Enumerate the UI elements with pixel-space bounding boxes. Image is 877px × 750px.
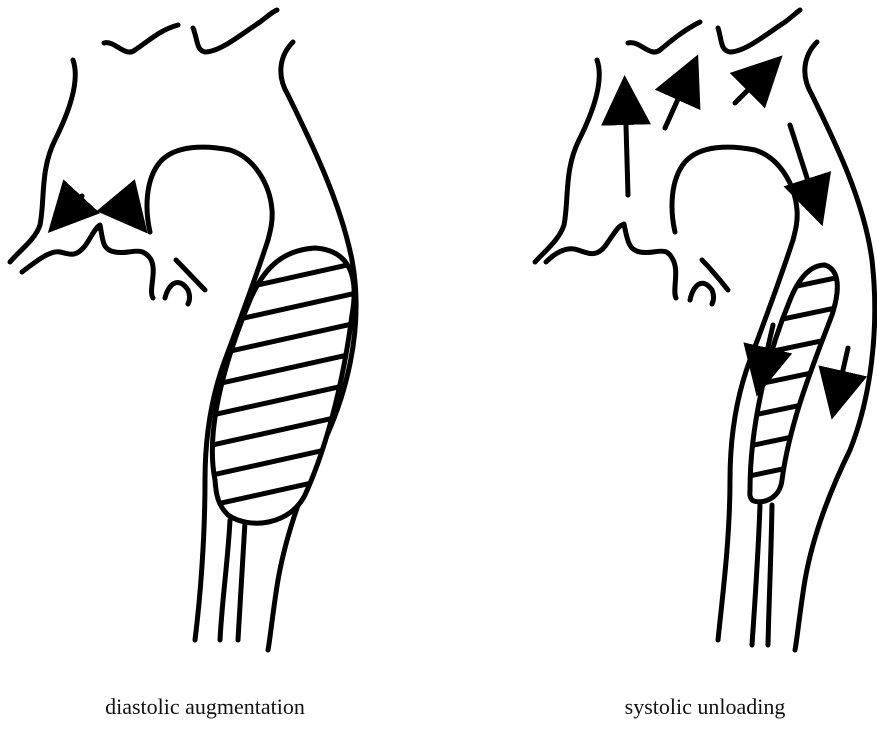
caption-systolic-unloading: systolic unloading [540,694,870,720]
coronary-origins-left [22,225,205,304]
arrow-left-coronary [58,196,82,222]
catheter-shaft-right [752,505,772,645]
arrow-right-coronary [118,198,138,222]
catheter-shaft-left [220,520,245,640]
coronary-flow-arrows-left [58,196,138,222]
arrow-up-right [735,66,772,103]
arch-inner-loop-left [147,147,272,240]
arch-inner-loop-right [672,147,797,240]
arch-outer-wall-right [535,60,599,262]
aortic-branches-top-left [104,10,277,52]
aortic-branches-top-right [628,10,800,52]
caption-diastolic-augmentation: diastolic augmentation [40,694,370,720]
arch-outer-wall-left [10,60,75,262]
arrow-up-left [625,90,628,195]
arrow-up-middle [665,68,692,128]
balloon-deflated-right [730,265,850,510]
arrow-down-right-of-balloon [835,348,848,405]
coronary-origins-right [546,224,728,304]
